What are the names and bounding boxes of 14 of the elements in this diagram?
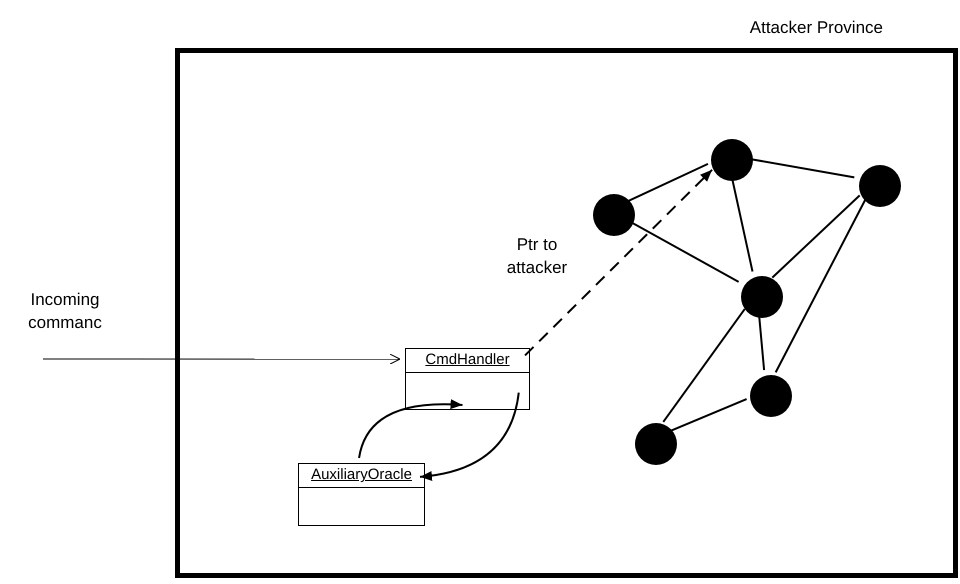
graph-edge (628, 162, 708, 202)
curved-arrow (358, 399, 463, 458)
curved-arrow (420, 392, 520, 481)
class-name: CmdHandler (425, 350, 510, 370)
graph-edge (774, 199, 866, 373)
class-name: AuxiliaryOracle (311, 465, 412, 486)
arrow (524, 169, 713, 356)
class-box (405, 348, 530, 410)
frame-title: Attacker Province (750, 17, 883, 39)
graph-edge (662, 308, 746, 423)
arrow (42, 354, 400, 365)
graph-edge (670, 398, 747, 432)
graph-edge (772, 194, 860, 278)
class-box (298, 463, 425, 526)
